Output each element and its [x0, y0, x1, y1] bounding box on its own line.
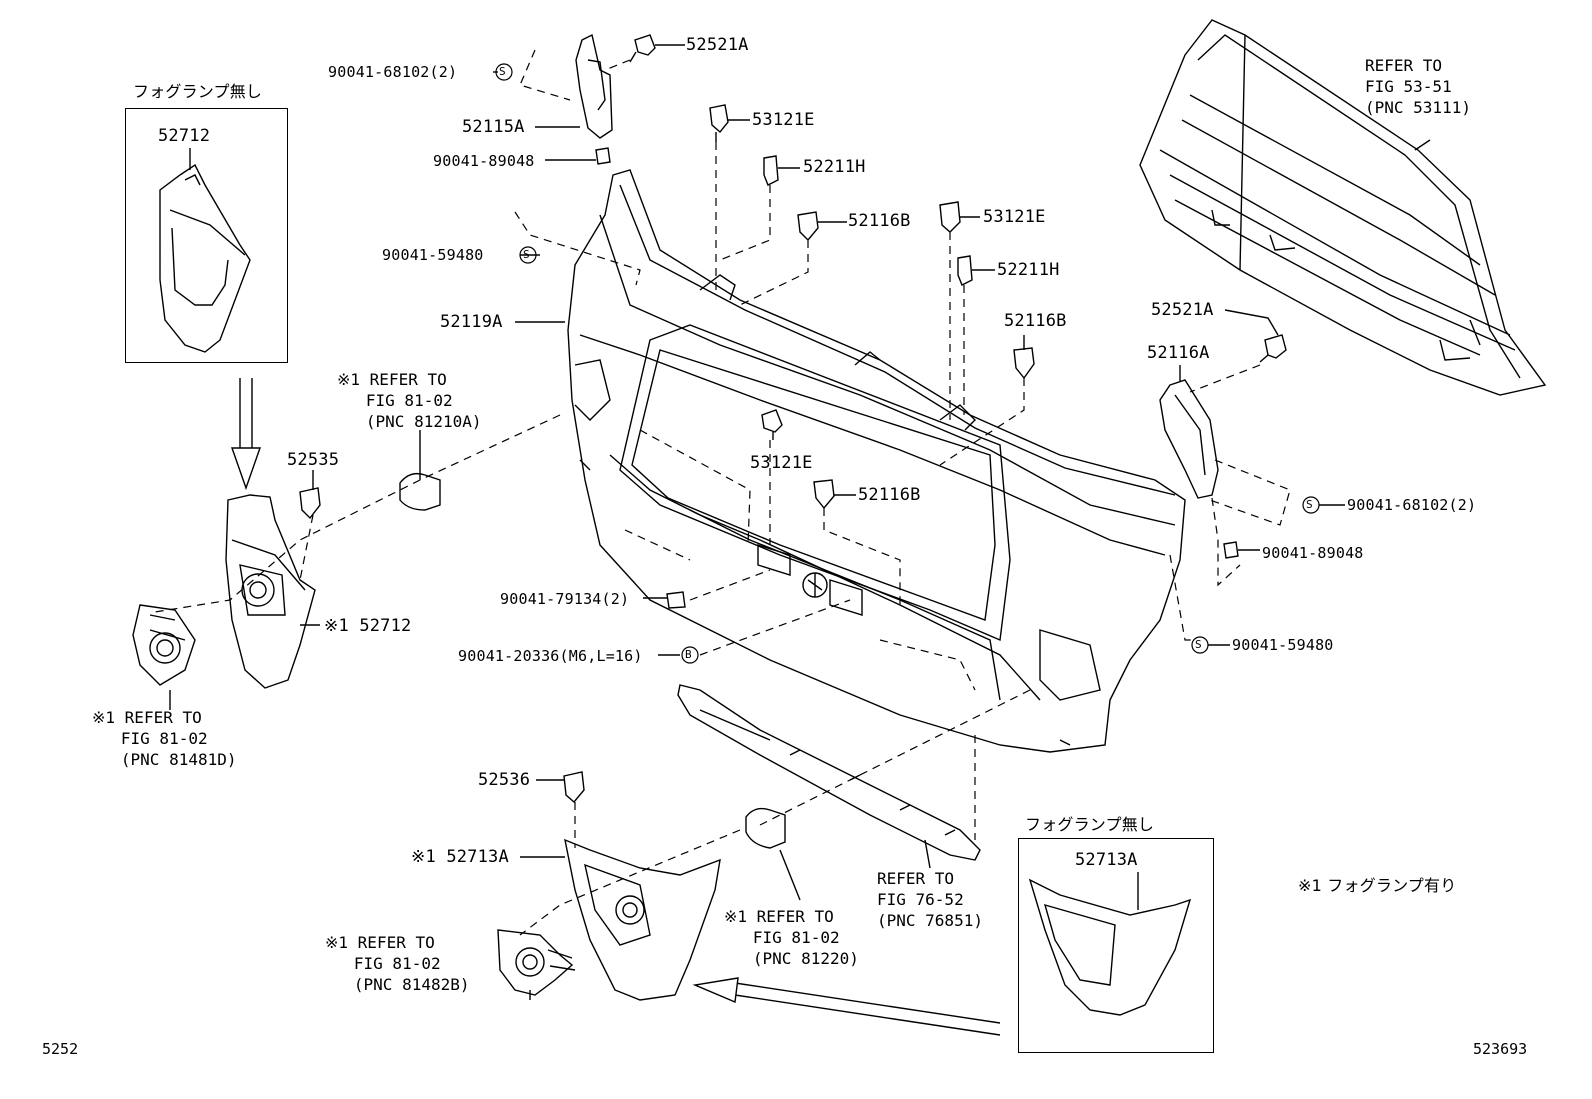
bumper-cover	[567, 169, 1186, 753]
circle-symbols	[495, 63, 1320, 664]
part-label-52211h: 52211H	[997, 260, 1060, 280]
reference-pnc-81482b: ※1 REFER TO FIG 81-02 (PNC 81482B)	[325, 933, 470, 994]
reference-pnc-81210a: ※1 REFER TO FIG 81-02 (PNC 81210A)	[337, 370, 482, 431]
part-label-90041-59480: 90041-59480	[1232, 636, 1334, 654]
s-symbol-mid	[519, 246, 537, 264]
part-label-90041-68102: 90041-68102(2)	[1347, 496, 1477, 514]
reference-pnc-81220: ※1 REFER TO FIG 81-02 (PNC 81220)	[724, 907, 859, 968]
fasteners	[299, 34, 1287, 849]
retainer-right	[1159, 379, 1219, 499]
reference-pnc-81481d: ※1 REFER TO FIG 81-02 (PNC 81481D)	[92, 708, 237, 769]
s-symbol-glyph: S	[1195, 638, 1202, 651]
b-symbol-glyph: B	[685, 648, 692, 661]
part-label-90041-89048: 90041-89048	[433, 152, 535, 170]
part-label-52536: 52536	[478, 770, 531, 790]
part-label-52116b: 52116B	[848, 211, 911, 231]
part-label-52211h: 52211H	[803, 157, 866, 177]
s-symbol-right	[1302, 496, 1320, 514]
part-label-52521a: 52521A	[1151, 300, 1214, 320]
note-with-fog-lamp: ※1 フォグランプ有り	[1298, 876, 1457, 895]
part-label-53121e: 53121E	[983, 207, 1046, 227]
part-label-90041-20336: 90041-20336(M6,L=16)	[458, 647, 643, 665]
part-label-52535: 52535	[287, 450, 340, 470]
part-label-90041-59480: 90041-59480	[382, 246, 484, 264]
s-symbol-glyph: S	[523, 248, 530, 261]
part-label-90041-79134: 90041-79134(2)	[500, 590, 630, 608]
retainer-left	[575, 33, 613, 139]
figure-code-right: 523693	[1473, 1040, 1528, 1058]
part-label-52712-fog: ※1 52712	[324, 616, 412, 636]
part-label-53121e: 53121E	[752, 110, 815, 130]
s-symbol-lower	[1191, 636, 1209, 654]
part-label-52119a: 52119A	[440, 312, 503, 332]
part-label-52115a: 52115A	[462, 117, 525, 137]
part-label-52116a: 52116A	[1147, 343, 1210, 363]
direction-arrows	[231, 378, 1001, 1036]
part-label-90041-89048: 90041-89048	[1262, 544, 1364, 562]
part-label-52713a: 52713A	[1075, 850, 1138, 870]
installation-lines	[154, 49, 1291, 936]
left-fog-cover-parts	[132, 163, 316, 689]
no-fog-box-bottom	[1018, 838, 1214, 1053]
front-grille	[1139, 19, 1547, 396]
part-label-52713a-fog: ※1 52713A	[411, 847, 509, 867]
b-symbol	[681, 646, 699, 664]
reference-pnc-53111: REFER TO FIG 53-51 (PNC 53111)	[1365, 56, 1471, 117]
s-symbol-glyph: S	[499, 65, 506, 78]
no-fog-box-top	[125, 108, 288, 363]
part-label-52712: 52712	[158, 126, 211, 146]
part-label-90041-68102: 90041-68102(2)	[328, 63, 458, 81]
part-label-53121e: 53121E	[750, 453, 813, 473]
figure-code-left: 5252	[42, 1040, 79, 1058]
leader-lines	[169, 44, 1431, 1000]
s-symbol-top	[495, 63, 513, 81]
bottom-fog-cover-parts	[497, 838, 1192, 1016]
note-without-fog-lamp: フォグランプ無し	[133, 82, 263, 101]
note-without-fog-lamp: フォグランプ無し	[1025, 815, 1155, 834]
part-label-52116b: 52116B	[1004, 311, 1067, 331]
lower-molding	[677, 684, 981, 861]
reference-pnc-76851: REFER TO FIG 76-52 (PNC 76851)	[877, 869, 983, 930]
s-symbol-glyph: S	[1306, 498, 1313, 511]
part-label-52521a: 52521A	[686, 35, 749, 55]
part-label-52116b: 52116B	[858, 485, 921, 505]
